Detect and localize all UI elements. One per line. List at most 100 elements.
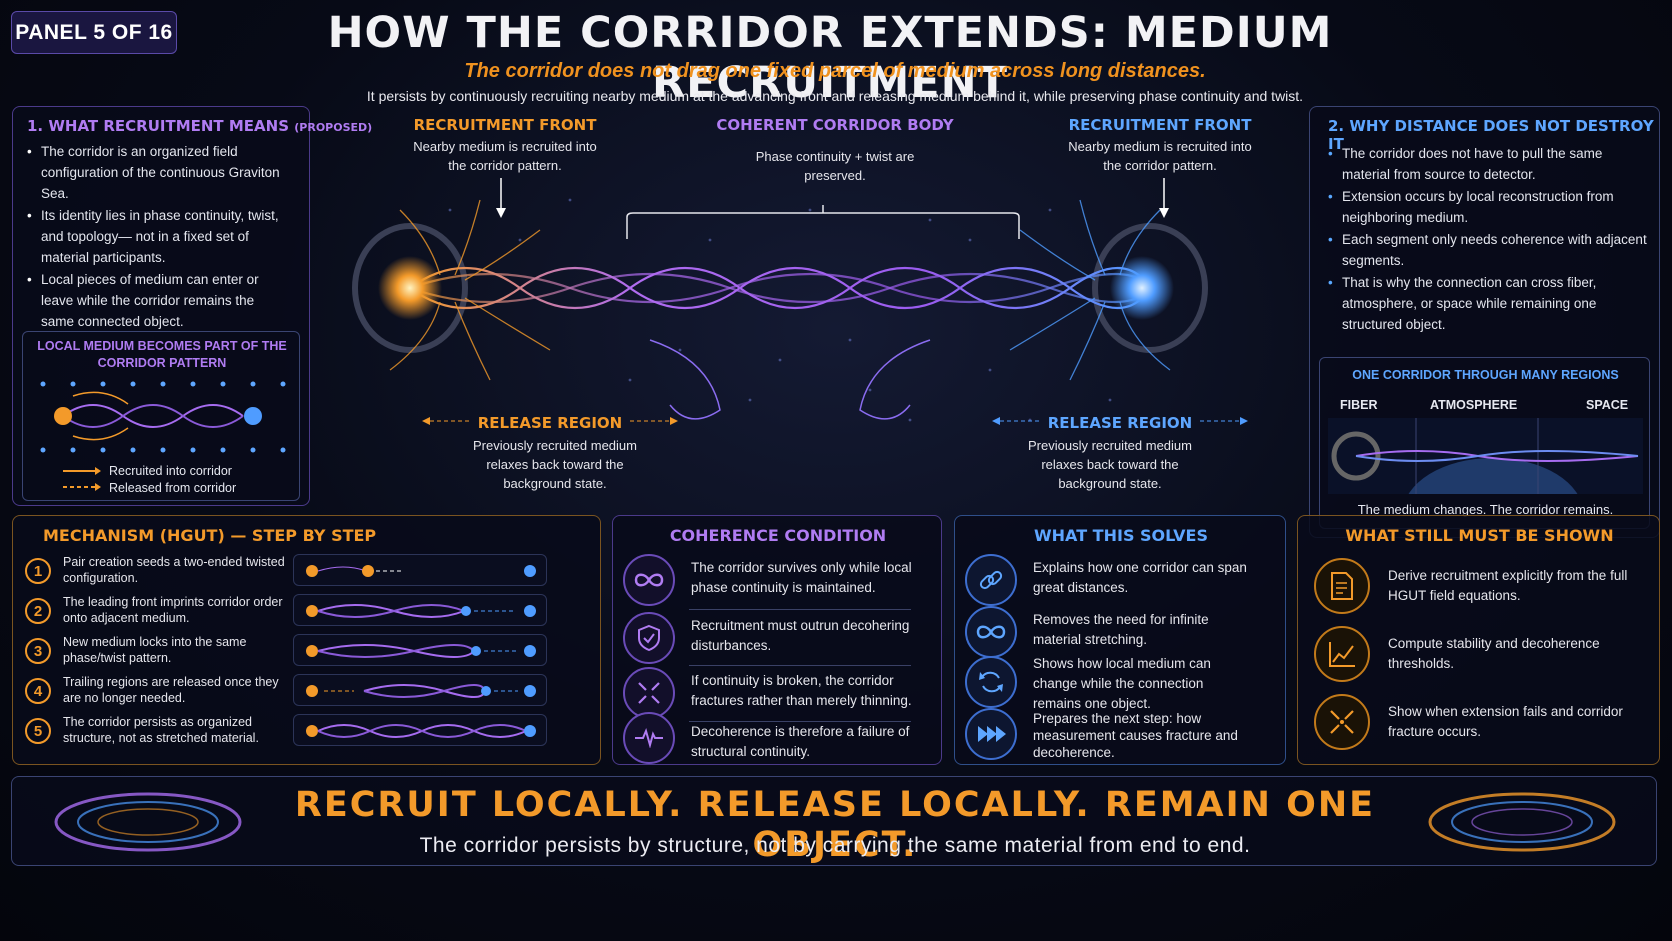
recruitment-meaning-panel: 1. WHAT RECRUITMENT MEANS (PROPOSED) The… <box>12 106 372 506</box>
recruitment-mini-diagram <box>40 381 286 453</box>
step-text: The corridor persists as organized struc… <box>63 715 259 745</box>
panel-title: MECHANISM (HGUT) — STEP BY STEP <box>43 526 377 545</box>
panel-title: WHAT THIS SOLVES <box>1034 526 1208 545</box>
page-subtitle: The corridor does not drag one fixed par… <box>464 60 1206 82</box>
down-arrow-icon <box>496 178 506 218</box>
still-item: Derive recruitment explicitly from the f… <box>1314 558 1654 614</box>
mechanism-panel: MECHANISM (HGUT) — STEP BY STEP 1 Pair c… <box>12 515 601 765</box>
panel-title: 1. WHAT RECRUITMENT MEANS (PROPOSED) <box>27 117 373 135</box>
local-medium-inset: LOCAL MEDIUM BECOMES PART OF THE CORRIDO… <box>22 331 300 501</box>
still-panel: WHAT STILL MUST BE SHOWN Derive recruitm… <box>1297 515 1660 765</box>
list-item: That is why the connection can cross fib… <box>1328 272 1648 335</box>
step-text: The leading front imprints corridor orde… <box>63 595 283 625</box>
meaning-bullets: The corridor is an organized field confi… <box>27 141 287 332</box>
step-4: 4 Trailing regions are released once the… <box>25 674 547 710</box>
infinity-icon <box>623 554 675 606</box>
step-5: 5 The corridor persists as organized str… <box>25 714 547 750</box>
left-ring-graphic <box>54 792 242 852</box>
waveform-icon <box>623 712 675 764</box>
step-visual <box>293 634 547 666</box>
step-text: Pair creation seeds a two-ended twisted … <box>63 555 285 585</box>
link-icon <box>965 554 1017 606</box>
step-1: 1 Pair creation seeds a two-ended twiste… <box>25 554 547 590</box>
front-left-desc: Nearby medium is recruited into the corr… <box>413 139 597 173</box>
left-source-node <box>378 256 442 320</box>
coherence-item: If continuity is broken, the corridor fr… <box>623 667 912 719</box>
footer-banner: RECRUIT LOCALLY. RELEASE LOCALLY. REMAIN… <box>11 776 1657 866</box>
divider <box>689 665 911 666</box>
infinity-icon <box>965 606 1017 658</box>
page-subline: It persists by continuously recruiting n… <box>366 88 1304 104</box>
release-left-title: RELEASE REGION <box>477 414 623 432</box>
corridor-body-desc: Phase continuity + twist are preserved. <box>755 149 915 183</box>
step-number: 2 <box>25 598 51 624</box>
list-item: Local pieces of medium can enter or leav… <box>27 269 287 332</box>
down-arrow-icon <box>1159 178 1169 218</box>
corridor-visual <box>352 198 1208 422</box>
regions-image <box>1328 418 1643 494</box>
cycle-icon <box>965 656 1017 708</box>
right-ring-graphic <box>1428 792 1616 852</box>
twisted-corridor <box>409 266 1151 310</box>
document-icon <box>1314 558 1370 614</box>
step-number: 1 <box>25 558 51 584</box>
step-text: Trailing regions are released once they … <box>63 675 279 705</box>
list-item: The corridor is an organized field confi… <box>27 141 287 204</box>
release-arrows-left <box>422 417 678 425</box>
list-item: Its identity lies in phase continuity, t… <box>27 205 287 268</box>
step-visual <box>293 714 547 746</box>
fracture-icon <box>623 667 675 719</box>
release-arrows-right <box>992 417 1248 425</box>
front-right-desc: Nearby medium is recruited into the corr… <box>1068 139 1252 173</box>
solves-item: Shows how local medium can change while … <box>965 656 1251 711</box>
panel-badge: PANEL 5 OF 16 <box>11 11 177 54</box>
solves-panel: WHAT THIS SOLVES Explains how one corrid… <box>954 515 1286 765</box>
region-space: SPACE <box>1586 398 1629 412</box>
solves-item: Prepares the next step: how measurement … <box>965 708 1251 760</box>
corridor-body-title: COHERENT CORRIDOR BODY <box>716 116 954 134</box>
break-icon <box>1314 694 1370 750</box>
inset-title: ONE CORRIDOR THROUGH MANY REGIONS <box>1352 368 1619 382</box>
shield-icon <box>623 612 675 664</box>
step-number: 5 <box>25 718 51 744</box>
regions-caption: The medium changes. The corridor remains… <box>1357 502 1614 517</box>
step-text: New medium locks into the same phase/twi… <box>63 635 247 665</box>
release-right-title: RELEASE REGION <box>1047 414 1193 432</box>
list-item: Each segment only needs coherence with a… <box>1328 229 1648 271</box>
legend-released: Released from corridor <box>109 481 237 495</box>
step-number: 4 <box>25 678 51 704</box>
still-item: Compute stability and decoherence thresh… <box>1314 626 1654 682</box>
step-3: 3 New medium locks into the same phase/t… <box>25 634 547 670</box>
trend-chart-icon <box>1314 626 1370 682</box>
divider <box>689 609 911 610</box>
step-number: 3 <box>25 638 51 664</box>
step-2: 2 The leading front imprints corridor or… <box>25 594 547 630</box>
release-right-desc: Previously recruited medium relaxes back… <box>1027 438 1192 491</box>
inset-title: LOCAL MEDIUM BECOMES PART OF THE CORRIDO… <box>37 339 287 370</box>
legend-arrows <box>63 467 101 491</box>
footer-slogan: RECRUIT LOCALLY. RELEASE LOCALLY. REMAIN… <box>294 785 1376 865</box>
coherence-panel: COHERENCE CONDITION The corridor survive… <box>612 515 942 765</box>
front-right-title: RECRUITMENT FRONT <box>1068 116 1252 134</box>
particle-field <box>448 198 1112 422</box>
release-swirls <box>649 339 931 420</box>
region-fiber: FIBER <box>1340 398 1378 412</box>
distance-bullets: The corridor does not have to pull the s… <box>1328 143 1648 335</box>
recruit-arrows-left <box>389 199 551 381</box>
distance-panel: 2. WHY DISTANCE DOES NOT DESTROY IT The … <box>1309 106 1660 538</box>
legend-recruited: Recruited into corridor <box>109 464 232 478</box>
page-title: HOW THE CORRIDOR EXTENDS: MEDIUM RECRUIT… <box>327 8 1333 108</box>
step-visual <box>293 554 547 586</box>
panel-title: COHERENCE CONDITION <box>669 526 887 545</box>
solves-item: Explains how one corridor can span great… <box>965 554 1251 606</box>
coherence-item: The corridor survives only while local p… <box>623 554 912 606</box>
list-item: Extension occurs by local reconstruction… <box>1328 186 1648 228</box>
right-source-node <box>1110 256 1174 320</box>
regions-inset: ONE CORRIDOR THROUGH MANY REGIONS FIBER … <box>1319 357 1650 529</box>
region-atmosphere: ATMOSPHERE <box>1430 398 1518 412</box>
front-left-title: RECRUITMENT FRONT <box>413 116 597 134</box>
coherence-item: Decoherence is therefore a failure of st… <box>623 712 909 764</box>
list-item: The corridor does not have to pull the s… <box>1328 143 1648 185</box>
still-item: Show when extension fails and corridor f… <box>1314 694 1654 750</box>
coherence-item: Recruitment must outrun decohering distu… <box>623 612 909 664</box>
